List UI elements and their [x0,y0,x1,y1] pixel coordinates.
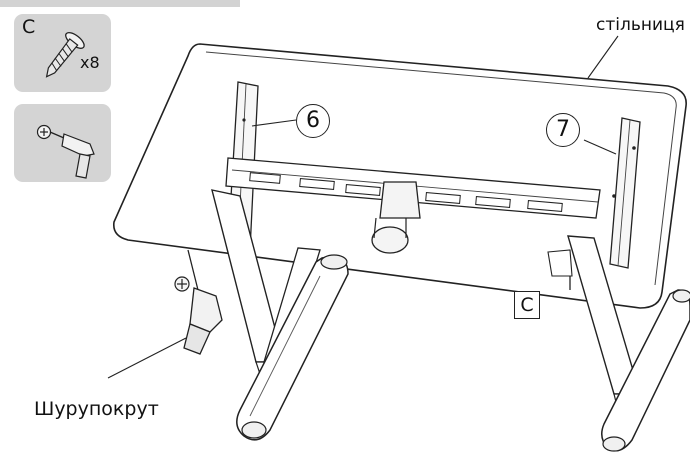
bracket-7-callout: 7 [546,113,580,147]
tabletop-label: стільниця [596,15,685,35]
screw-count: x8 [80,53,100,72]
left-foot [236,254,349,441]
screwdriver-leader-line [107,337,187,379]
screw-parts-tile: C x8 [14,14,111,92]
electric-screwdriver-icon [36,124,95,179]
bracket-6-leader-line [251,119,297,127]
right-leg-bracket [609,117,641,269]
bracket-7-leader-line [583,139,617,155]
screwdriver-label: Шурупокрут [34,398,159,420]
screw-part-letter: C [22,16,36,38]
bracket-6-callout: 6 [296,104,330,138]
header-bar [0,0,240,7]
tabletop-leader-line [587,35,619,79]
screw-icon [45,31,85,78]
right-foot [601,289,690,452]
tool-tile [14,104,111,182]
screw-c-callout: C [514,291,540,319]
frame-cross-beam [225,157,601,254]
electric-screwdriver [174,249,223,355]
